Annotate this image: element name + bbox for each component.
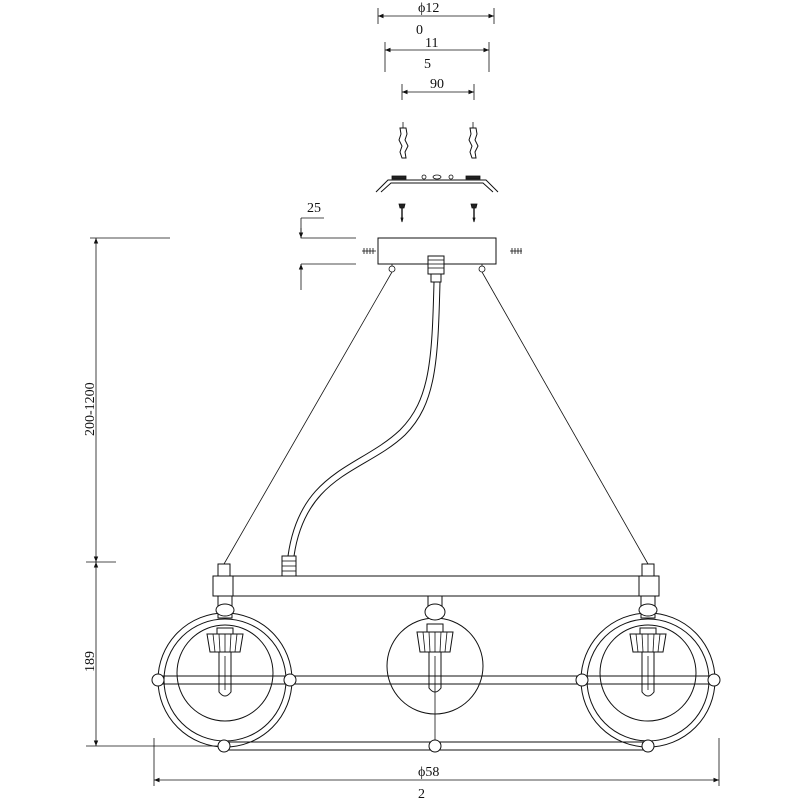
dim-bracket-90: 90: [430, 77, 444, 92]
dim-bottom-label: 2: [418, 787, 425, 800]
top-dimensions: ϕ12 0 11 5 90: [377, 1, 495, 100]
canopy-height-dimension: 25: [298, 201, 356, 290]
dim-line-0: 0: [416, 23, 423, 38]
width-dimension: ϕ58 2: [153, 738, 720, 800]
dim-line-5: 5: [424, 57, 431, 72]
lamp-left: [157, 595, 293, 748]
screw-left: [398, 203, 406, 223]
dim-body-height: 189: [83, 651, 98, 672]
suspension-wires: [223, 271, 649, 565]
frame-rails: [151, 673, 721, 753]
dim-drop-range: 200-1200: [83, 382, 98, 436]
wall-anchor-left: [398, 122, 409, 159]
drop-dimension: 200-1200: [83, 237, 170, 563]
lamp-right: [580, 595, 716, 748]
canopy: [362, 237, 522, 283]
dim-line-11: 11: [425, 36, 438, 51]
dim-canopy-diameter: ϕ12: [418, 1, 439, 16]
body-height-dimension: 189: [83, 562, 230, 747]
top-bar: [212, 563, 660, 597]
dim-overall-width: ϕ58: [418, 765, 439, 780]
mounting-bracket: [375, 174, 499, 193]
screw-right: [470, 203, 478, 223]
lamp-center: [386, 595, 484, 746]
dim-canopy-height: 25: [307, 201, 321, 216]
wall-anchor-right: [468, 122, 479, 159]
